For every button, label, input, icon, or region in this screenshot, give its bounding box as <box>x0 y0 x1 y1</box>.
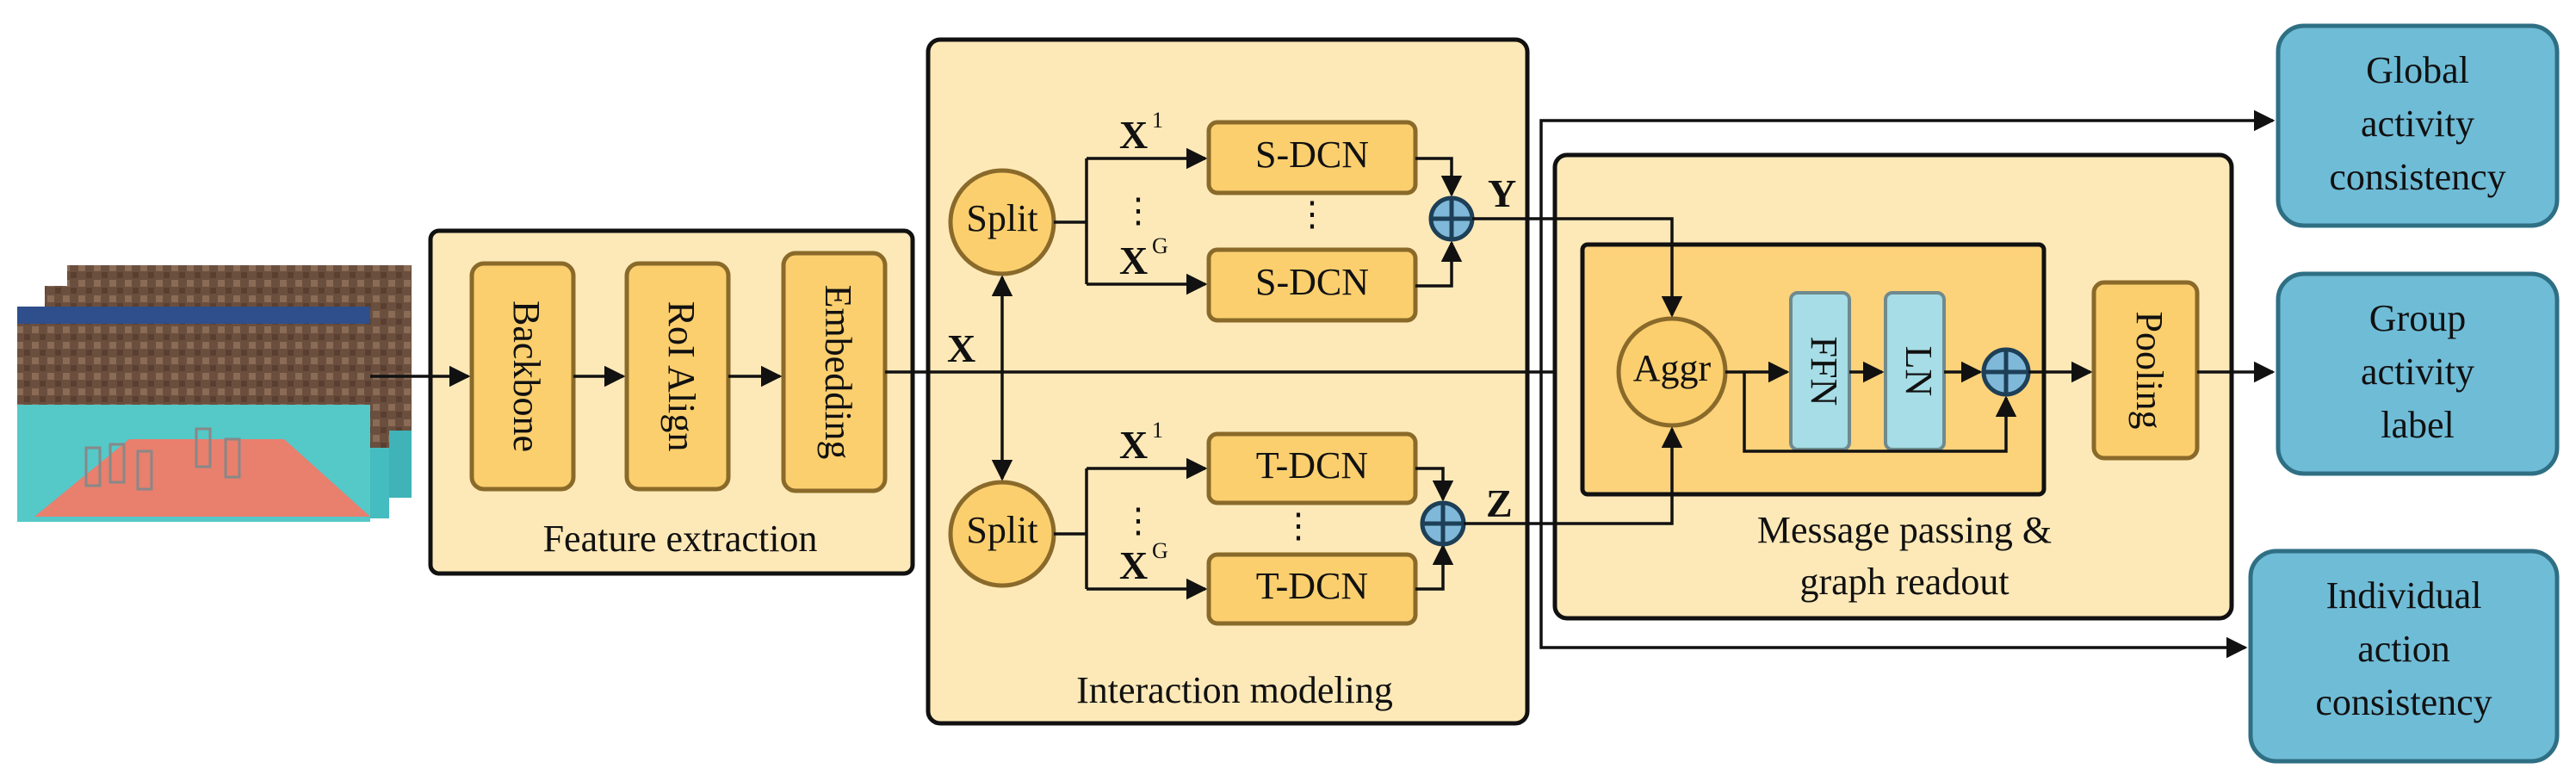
s-dcn-label-1: S-DCN <box>1255 133 1369 176</box>
split-label-spatial: Split <box>966 197 1037 239</box>
individual-line1: Individual <box>2326 574 2482 617</box>
s-dcn-1-to-sum <box>1415 157 1463 197</box>
residual-sum-cross <box>1985 351 2027 393</box>
x-first-sup-spatial: 1 <box>1152 108 1163 133</box>
group-line3: label <box>2381 404 2455 446</box>
s-dcn-g-to-sum <box>1415 240 1463 288</box>
output-group-activity-label: Group activity label <box>2276 271 2560 476</box>
interaction-modeling-panel: Interaction modeling Split X 1 X G ⋮ S-D… <box>926 37 1530 726</box>
x-feature-label: X <box>947 326 975 370</box>
x-last-sup-temporal: G <box>1152 538 1168 563</box>
to-individual-consistency-arrow <box>1539 372 2248 659</box>
output-individual-action-consistency: Individual action consistency <box>2248 549 2560 764</box>
global-line2: activity <box>2361 102 2474 145</box>
to-global-consistency-arrow <box>1539 109 2276 372</box>
message-passing-title-line2: graph readout <box>1799 561 2009 603</box>
x-first-spatial: X <box>1119 113 1148 157</box>
x-last-sup-spatial: G <box>1152 233 1168 258</box>
z-output-label: Z <box>1486 481 1513 525</box>
input-video-frames <box>17 265 412 522</box>
embedding-label: Embedding <box>817 285 859 460</box>
residual-arrow <box>1743 372 2017 453</box>
split-temporal-branch-lines <box>1054 468 1088 589</box>
group-line1: Group <box>2369 297 2466 339</box>
backbone-label: Backbone <box>505 301 548 452</box>
t-dcn-1-to-sum <box>1415 467 1454 502</box>
z-to-aggr-arrow <box>1464 426 1683 525</box>
global-line1: Global <box>2366 49 2469 91</box>
ffn-label: FFN <box>1803 337 1845 406</box>
x-first-sup-temporal: 1 <box>1152 418 1163 443</box>
x-last-spatial: X <box>1119 239 1148 282</box>
ellipsis-temporal-mid: ⋮ <box>1281 506 1316 545</box>
y-output-label: Y <box>1488 171 1516 215</box>
interaction-modeling-title: Interaction modeling <box>1076 669 1393 711</box>
t-dcn-g-to-sum <box>1415 543 1454 591</box>
temporal-sum-cross <box>1424 505 1462 542</box>
x-last-temporal: X <box>1119 543 1148 587</box>
global-line3: consistency <box>2329 156 2505 198</box>
pooling-label: Pooling <box>2128 312 2170 430</box>
individual-line3: consistency <box>2315 681 2492 723</box>
feature-extraction-title: Feature extraction <box>543 518 818 560</box>
ellipsis-spatial-mid: ⋮ <box>1295 195 1329 233</box>
s-dcn-label-g: S-DCN <box>1255 261 1369 303</box>
ln-label: LN <box>1898 346 1940 397</box>
x-first-temporal: X <box>1119 423 1148 467</box>
aggr-label: Aggr <box>1633 347 1712 389</box>
y-to-aggr-arrow <box>1472 217 1683 318</box>
message-passing-title-line1: Message passing & <box>1757 509 2052 551</box>
ellipsis-temporal-left: ⋮ <box>1121 501 1155 540</box>
pooling-block <box>2091 280 2200 461</box>
ellipsis-spatial-left: ⋮ <box>1121 191 1155 230</box>
group-line2: activity <box>2361 350 2474 393</box>
split-spatial-branch-lines <box>1054 158 1088 284</box>
t-dcn-label-g: T-DCN <box>1256 565 1368 607</box>
roi-align-label: RoI Align <box>660 301 703 452</box>
feature-extraction-panel: Backbone RoI Align Embedding Feature ext… <box>428 228 915 576</box>
spatial-sum-cross <box>1433 200 1471 238</box>
video-frame-front <box>17 307 370 522</box>
individual-line2: action <box>2357 628 2450 670</box>
output-global-activity-consistency: Global activity consistency <box>2276 23 2560 228</box>
t-dcn-label-1: T-DCN <box>1256 444 1368 487</box>
message-passing-panel: Message passing & graph readout Aggr FFN… <box>1552 152 2234 621</box>
split-label-temporal: Split <box>966 509 1037 551</box>
